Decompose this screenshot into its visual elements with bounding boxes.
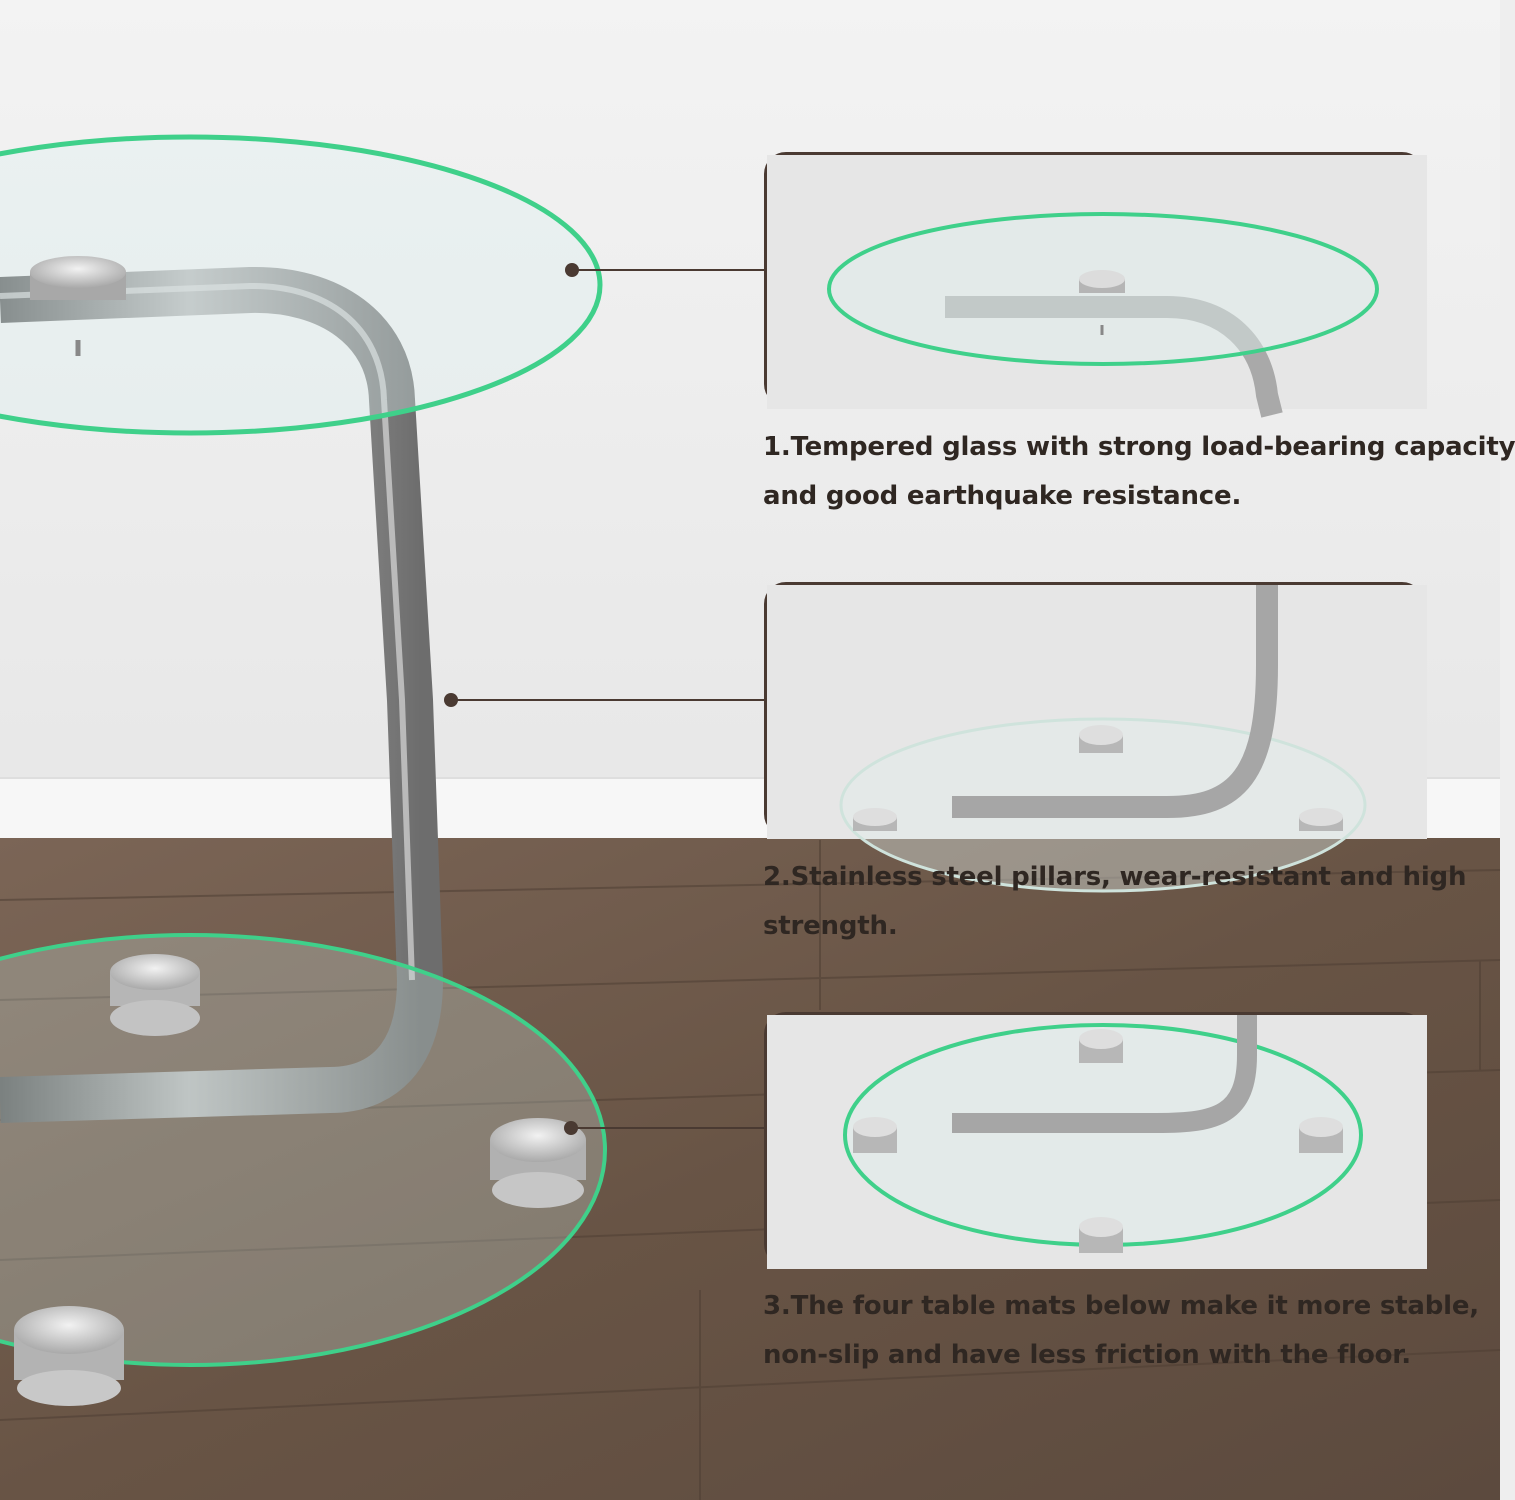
feature-2-line-1: 2.Stainless steel pillars, wear-resistan… [763,862,1467,892]
bottom-glass-shelf [0,933,607,1367]
callout-1 [565,263,764,277]
feature-1-line-1: 1.Tempered glass with strong load-bearin… [763,432,1515,462]
table-mats-illustration [767,1015,1427,1269]
detail-panel-table-mats [764,1012,1427,1269]
steel-pillar-illustration [767,585,1427,893]
feature-1-caption: 1.Tempered glass with strong load-bearin… [763,423,1515,521]
callout-3 [564,1121,764,1135]
foot-knob-front [14,1306,124,1406]
detail-panel-steel-pillar [764,582,1427,893]
callout-2 [444,693,764,707]
top-shelf-knob [30,256,126,356]
feature-3-caption: 3.The four table mats below make it more… [763,1282,1483,1380]
steel-frame-highlight [0,282,415,981]
feature-1-line-2: and good earthquake resistance. [763,481,1242,511]
foot-knob-right [490,1118,586,1208]
foot-knob-back [110,954,200,1036]
feature-3-line-1: 3.The four table mats below make it more… [763,1291,1479,1321]
top-glass-shelf [0,134,603,436]
feature-2-caption: 2.Stainless steel pillars, wear-resistan… [763,853,1483,951]
glass-top-illustration [767,155,1427,418]
detail-panel-glass-top [764,152,1427,418]
feature-3-line-2: non-slip and have less friction with the… [763,1340,1411,1370]
feature-2-line-2: strength. [763,911,898,941]
